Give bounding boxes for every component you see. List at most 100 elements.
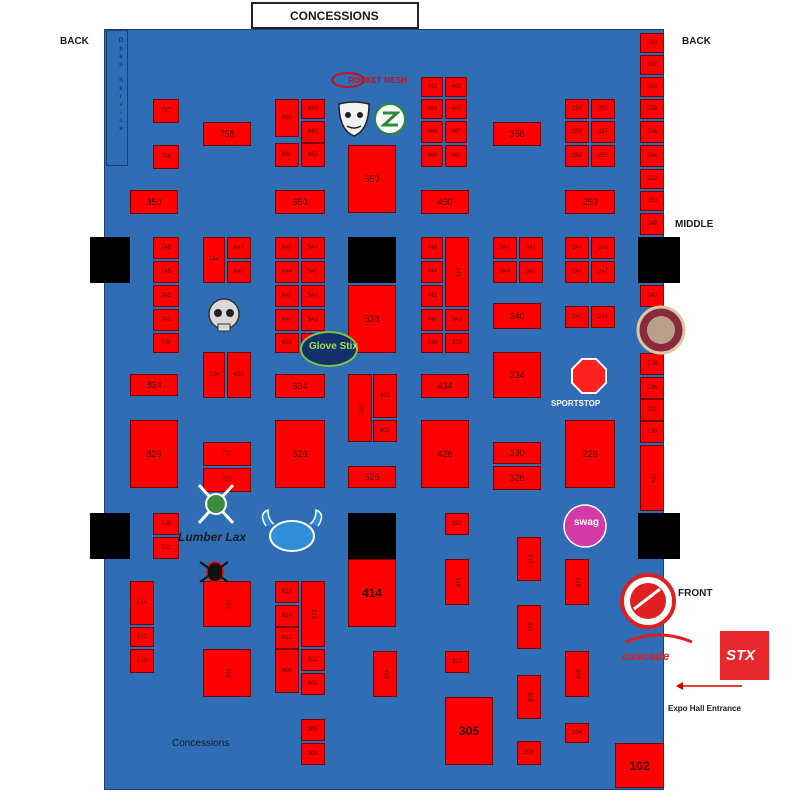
booth-358[interactable]: 358 bbox=[493, 122, 541, 146]
booth-755[interactable]: 755 bbox=[153, 145, 179, 169]
booth-850[interactable]: 850 bbox=[130, 190, 178, 214]
booth-r260b[interactable]: 260 bbox=[640, 77, 664, 97]
booth-205[interactable]: 205 bbox=[517, 675, 541, 719]
booth-312[interactable]: 312 bbox=[445, 651, 469, 673]
booth-r232[interactable]: 232 bbox=[640, 399, 664, 421]
booth-345[interactable]: 345 bbox=[519, 261, 543, 283]
booth-446[interactable]: 446 bbox=[421, 237, 443, 259]
booth-464[interactable]: 464 bbox=[421, 99, 443, 119]
booth-723[interactable]: 723 bbox=[153, 513, 179, 535]
booth-739[interactable]: 739 bbox=[153, 333, 179, 353]
booth-810[interactable]: 810 bbox=[130, 649, 154, 673]
booth-303[interactable]: 303 bbox=[301, 743, 325, 765]
booth-341[interactable]: 341 bbox=[445, 309, 469, 331]
booth-r236[interactable]: 236 bbox=[640, 377, 664, 399]
booth-646[interactable]: 646 bbox=[275, 237, 299, 259]
booth-255[interactable]: 255 bbox=[591, 145, 615, 167]
booth-204[interactable]: 204 bbox=[565, 723, 589, 743]
booth-218[interactable]: 218 bbox=[565, 559, 589, 605]
booth-634[interactable]: 634 bbox=[275, 374, 325, 398]
booth-347[interactable]: 347 bbox=[519, 237, 543, 259]
booth-745[interactable]: 745 bbox=[153, 261, 179, 283]
booth-543[interactable]: 543 bbox=[301, 285, 325, 307]
booth-547[interactable]: 547 bbox=[301, 237, 325, 259]
booth-721[interactable]: 721 bbox=[153, 537, 179, 559]
booth-316[interactable]: 316 bbox=[445, 559, 469, 605]
booth-256[interactable]: 256 bbox=[565, 121, 589, 143]
booth-511[interactable]: 511 bbox=[301, 649, 325, 671]
booth-305b[interactable]: 305 bbox=[301, 719, 325, 741]
booth-734[interactable]: 734 bbox=[203, 352, 225, 398]
booth-659[interactable]: 659 bbox=[301, 143, 325, 167]
booth-r250[interactable]: 250 bbox=[640, 191, 664, 211]
booth-311[interactable]: 311 bbox=[517, 605, 541, 649]
booth-248[interactable]: 248 bbox=[565, 237, 589, 259]
booth-638[interactable]: 638 bbox=[275, 333, 299, 353]
booth-730[interactable]: 730 bbox=[203, 442, 251, 466]
booth-247[interactable]: 247 bbox=[591, 261, 615, 283]
booth-r230[interactable]: 230 bbox=[640, 421, 664, 443]
booth-616[interactable]: 616 bbox=[275, 581, 299, 603]
booth-250[interactable]: 250 bbox=[565, 190, 615, 214]
booth-r240[interactable]: 240 bbox=[640, 285, 664, 307]
booth-541[interactable]: 541 bbox=[301, 309, 325, 331]
booth-545[interactable]: 545 bbox=[301, 261, 325, 283]
booth-608[interactable]: 608 bbox=[275, 649, 299, 693]
booth-r248[interactable]: 248 bbox=[640, 213, 664, 235]
booth-426[interactable]: 426 bbox=[421, 420, 469, 488]
booth-326[interactable]: 326 bbox=[493, 466, 541, 490]
booth-r256[interactable]: 256 bbox=[640, 121, 664, 143]
booth-334[interactable]: 334 bbox=[493, 352, 541, 398]
booth-647[interactable]: 647 bbox=[227, 237, 251, 259]
booth-340[interactable]: 340 bbox=[493, 303, 541, 329]
booth-330[interactable]: 330 bbox=[493, 442, 541, 464]
booth-433[interactable]: 433 bbox=[373, 374, 397, 418]
booth-812[interactable]: 812 bbox=[130, 627, 154, 647]
booth-257[interactable]: 257 bbox=[591, 121, 615, 143]
booth-650[interactable]: 650 bbox=[275, 190, 325, 214]
booth-438[interactable]: 438 bbox=[421, 333, 443, 353]
booth-462[interactable]: 462 bbox=[421, 77, 443, 97]
booth-645[interactable]: 645 bbox=[227, 261, 251, 283]
booth-743[interactable]: 743 bbox=[153, 285, 179, 307]
booth-434[interactable]: 434 bbox=[421, 374, 469, 398]
booth-339[interactable]: 339 bbox=[445, 333, 469, 353]
booth-322[interactable]: 322 bbox=[445, 513, 469, 535]
booth-r258[interactable]: 258 bbox=[640, 99, 664, 119]
booth-749[interactable]: 749 bbox=[153, 237, 179, 259]
booth-708[interactable]: 708 bbox=[203, 649, 251, 697]
booth-246[interactable]: 246 bbox=[565, 261, 589, 283]
booth-450[interactable]: 450 bbox=[421, 190, 469, 214]
booth-461[interactable]: 461 bbox=[445, 145, 467, 167]
booth-r254[interactable]: 254 bbox=[640, 145, 664, 167]
booth-826[interactable]: 826 bbox=[130, 420, 178, 488]
booth-r262[interactable]: 262 bbox=[640, 55, 664, 75]
booth-834[interactable]: 834 bbox=[130, 374, 178, 396]
booth-714[interactable]: 714 bbox=[203, 581, 251, 627]
booth-663[interactable]: 663 bbox=[275, 99, 299, 137]
booth-254[interactable]: 254 bbox=[565, 145, 589, 167]
booth-466[interactable]: 466 bbox=[421, 121, 443, 143]
booth-463[interactable]: 463 bbox=[445, 77, 467, 97]
booth-305[interactable]: 305 bbox=[445, 697, 493, 765]
booth-460[interactable]: 460 bbox=[421, 145, 443, 167]
booth-203[interactable]: 203 bbox=[517, 741, 541, 765]
booth-665[interactable]: 665 bbox=[301, 99, 325, 119]
booth-538[interactable]: 538 bbox=[348, 285, 396, 353]
booth-642[interactable]: 642 bbox=[275, 285, 299, 307]
booth-509[interactable]: 509 bbox=[301, 673, 325, 695]
booth-208[interactable]: 208 bbox=[565, 651, 589, 697]
booth-440[interactable]: 440 bbox=[421, 309, 443, 331]
booth-814[interactable]: 814 bbox=[130, 581, 154, 625]
booth-241[interactable]: 241 bbox=[591, 306, 615, 328]
booth-258[interactable]: 258 bbox=[565, 99, 589, 119]
booth-626[interactable]: 626 bbox=[275, 420, 325, 488]
booth-403[interactable]: 403 bbox=[373, 651, 397, 697]
booth-346[interactable]: 346 bbox=[493, 237, 517, 259]
booth-744[interactable]: 744 bbox=[203, 237, 225, 283]
booth-414[interactable]: 414 bbox=[348, 559, 396, 627]
booth-550[interactable]: 550 bbox=[348, 145, 396, 213]
booth-442[interactable]: 442 bbox=[421, 285, 443, 307]
booth-640[interactable]: 640 bbox=[275, 309, 299, 331]
booth-661[interactable]: 661 bbox=[301, 121, 325, 143]
